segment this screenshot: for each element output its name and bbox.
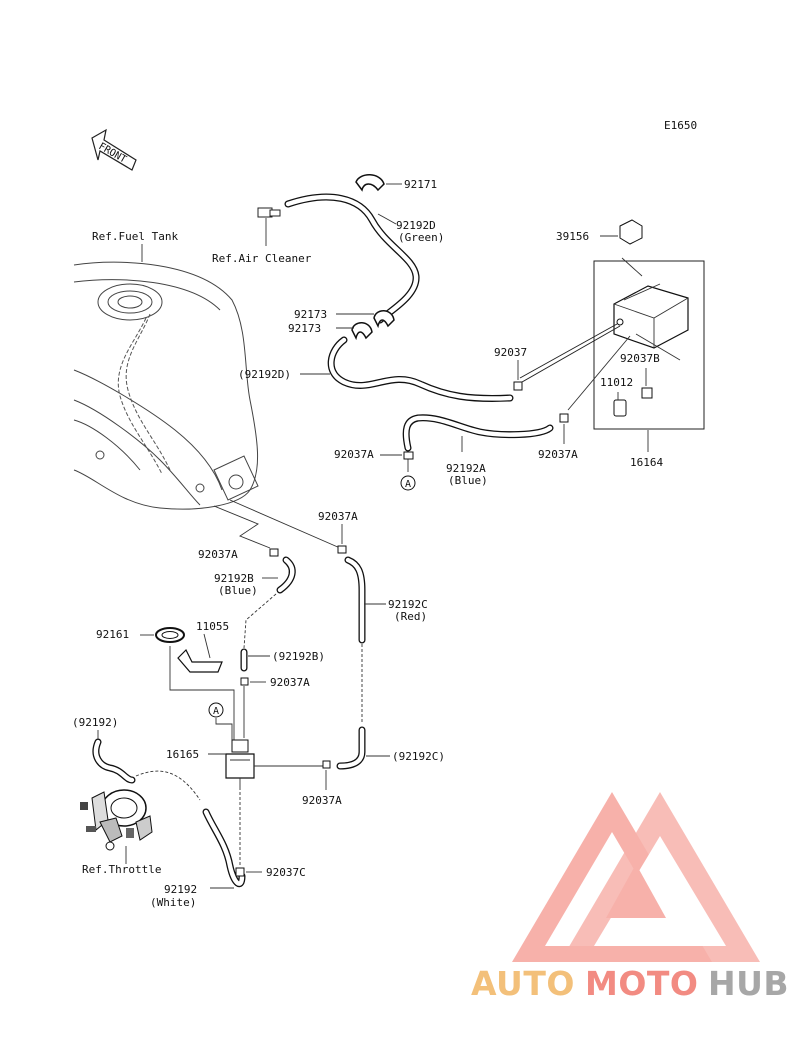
clamp-92037 <box>513 360 523 391</box>
watermark-logo <box>512 792 760 962</box>
label-92037A-right: 92037A <box>538 448 578 461</box>
label-92192: 92192 <box>164 883 197 896</box>
watermark-text: AUTO MOTO HUB <box>471 964 789 1003</box>
front-arrow-icon: FRONT <box>91 128 137 171</box>
hose-92192D <box>284 193 514 402</box>
svg-text:A: A <box>405 479 411 490</box>
label-92192B-paren: (92192B) <box>272 650 325 663</box>
label-92192B-color: (Blue) <box>218 584 258 597</box>
clamp-92037A-bottom <box>322 760 331 790</box>
label-39156: 39156 <box>556 230 589 243</box>
label-92037A-mid: 92037A <box>318 510 358 523</box>
label-92171: 92171 <box>404 178 437 191</box>
filter-16165 <box>208 739 330 790</box>
bracket-11055 <box>177 633 223 673</box>
label-92192D: 92192D <box>396 219 436 232</box>
ring-92161 <box>140 627 235 740</box>
clamp-92173 <box>336 310 395 341</box>
label-92192A: 92192A <box>446 462 486 475</box>
label-92192C-color: (Red) <box>394 610 427 623</box>
tank-leaders <box>213 499 347 557</box>
label-92037A-top: 92037A <box>334 448 374 461</box>
canister-box <box>519 219 705 452</box>
cap-39156 <box>619 219 643 245</box>
label-11012: 11012 <box>600 376 633 389</box>
label-92192B: 92192B <box>214 572 254 585</box>
clamp-92037A-right <box>559 413 569 444</box>
marker-a-bottom: A <box>208 702 233 740</box>
label-92192D-paren: (92192D) <box>238 368 291 381</box>
marker-a-top: A <box>400 475 416 491</box>
air-cleaner-fitting <box>257 207 281 246</box>
label-92037B: 92037B <box>620 352 660 365</box>
label-92173-a: 92173 <box>294 308 327 321</box>
cap-11012 <box>613 392 627 417</box>
throttle-body <box>80 789 153 864</box>
watermark-moto: MOTO <box>585 964 698 1003</box>
label-92192C-paren: (92192C) <box>392 750 445 763</box>
watermark-auto: AUTO <box>471 964 575 1003</box>
hose-92192 <box>92 738 262 889</box>
label-92173-b: 92173 <box>288 322 321 335</box>
svg-text:A: A <box>213 706 219 717</box>
clamp-92037A-low <box>240 677 266 738</box>
label-92192-color: (White) <box>150 896 196 909</box>
diagram-code: E1650 <box>664 119 697 132</box>
labels: E1650 92171 Ref.Fuel Tank 92192D (Green)… <box>72 119 697 909</box>
fuel-tank-drawing <box>73 261 259 510</box>
fitting-92037B <box>641 368 653 399</box>
label-92037A-low: 92037A <box>270 676 310 689</box>
label-16164: 16164 <box>630 456 663 469</box>
label-92037: 92037 <box>494 346 527 359</box>
label-92192D-color: (Green) <box>398 231 444 244</box>
label-92037A-left: 92037A <box>198 548 238 561</box>
label-ref-throttle: Ref.Throttle <box>82 863 161 876</box>
label-16165: 16165 <box>166 748 199 761</box>
label-ref-air-cleaner: Ref.Air Cleaner <box>212 252 312 265</box>
label-92161: 92161 <box>96 628 129 641</box>
hose-92192C <box>336 556 390 770</box>
label-92192A-color: (Blue) <box>448 474 488 487</box>
watermark-hub: HUB <box>708 964 789 1003</box>
label-92037C: 92037C <box>266 866 306 879</box>
label-11055: 11055 <box>196 620 229 633</box>
label-92192C: 92192C <box>388 598 428 611</box>
hose-92192B <box>240 556 296 672</box>
label-ref-fuel-tank: Ref.Fuel Tank <box>92 230 178 243</box>
clamp-92171 <box>355 174 402 192</box>
label-92192-paren: (92192) <box>72 716 118 729</box>
label-92037A-bottom: 92037A <box>302 794 342 807</box>
hose-92192A <box>402 414 554 472</box>
